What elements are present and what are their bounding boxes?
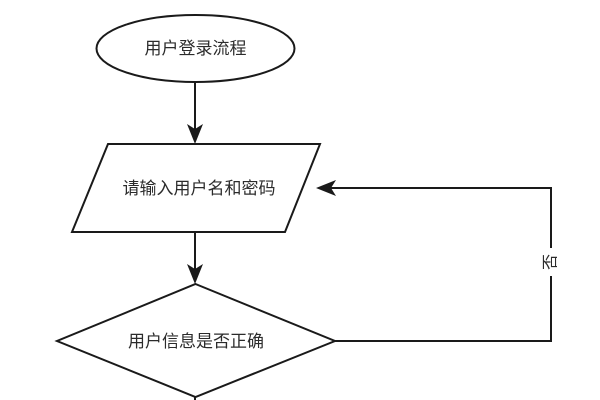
input-label: 请输入用户名和密码 (123, 179, 276, 199)
input-parallelogram-shape[interactable] (70, 143, 322, 233)
arrow-head-down-to-decision (187, 264, 203, 284)
node-start[interactable]: 用户登录流程 (95, 14, 296, 83)
edge-start-to-input (187, 82, 203, 144)
edge-label-no-backdrop (538, 248, 564, 276)
arrow-head-left-to-input (316, 180, 336, 196)
decision-diamond-shape[interactable] (54, 282, 338, 399)
start-ellipse-shape[interactable] (95, 14, 296, 83)
node-input[interactable]: 请输入用户名和密码 (70, 143, 322, 233)
edge-label-no: 否 (541, 254, 560, 270)
edge-input-to-decision (187, 232, 203, 284)
decision-label: 用户信息是否正确 (128, 332, 264, 352)
node-decision[interactable]: 用户信息是否正确 (54, 282, 338, 399)
edge-decision-no-loopback (316, 180, 552, 342)
edge-decision-no-loopback-line (327, 187, 552, 342)
start-label: 用户登录流程 (145, 39, 247, 59)
edge-label-no-group: 否 (538, 248, 564, 276)
arrow-head-down-to-input (187, 124, 203, 144)
